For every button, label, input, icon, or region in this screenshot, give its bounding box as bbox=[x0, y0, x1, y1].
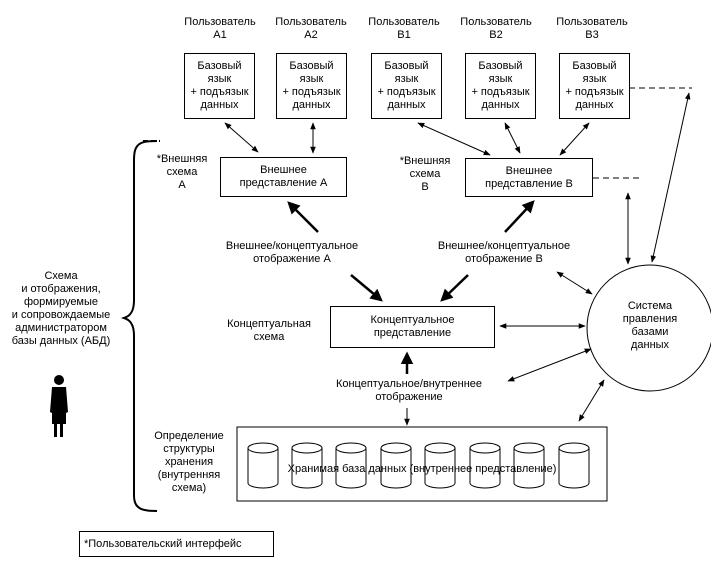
footnote-box: *Пользовательский интерфейс bbox=[79, 531, 274, 557]
storage-cylinder bbox=[291, 442, 323, 489]
user-a1-language-box: Базовый язык + подъязык данных bbox=[184, 53, 255, 119]
storage-cylinder bbox=[424, 442, 456, 489]
user-b2-header: Пользователь B2 bbox=[460, 16, 532, 41]
storage-cylinder bbox=[469, 442, 501, 489]
storage-cylinder bbox=[558, 442, 590, 489]
arrow-b2-view bbox=[504, 122, 521, 154]
user-a2-language-box: Базовый язык + подъязык данных bbox=[276, 53, 347, 119]
mapping-a-label: Внешнее/концептуальное отображение A bbox=[225, 240, 359, 265]
storage-cylinders bbox=[247, 442, 590, 489]
user-a1-header: Пользователь A1 bbox=[184, 16, 256, 41]
dba-brace bbox=[120, 140, 158, 512]
storage-cylinder bbox=[513, 442, 545, 489]
storage-definition-label: Определение структуры хранения (внутренн… bbox=[154, 430, 224, 494]
storage-cylinder bbox=[335, 442, 367, 489]
storage-cylinder bbox=[247, 442, 279, 489]
dbms-circle bbox=[586, 264, 711, 392]
user-b3-header: Пользователь B3 bbox=[556, 16, 628, 41]
bold-arrow-view-a bbox=[287, 201, 319, 233]
arrow-b3-view bbox=[559, 122, 590, 156]
conceptual-schema-label: Концептуальная схема bbox=[227, 318, 311, 343]
user-a2-header: Пользователь A2 bbox=[275, 16, 347, 41]
user-b2-language-box: Базовый язык + подъязык данных bbox=[465, 53, 536, 119]
bold-arrow-conceptual-a bbox=[350, 274, 383, 302]
bold-arrow-conceptual-b bbox=[440, 274, 469, 302]
administrator-figure-icon bbox=[50, 375, 68, 437]
stored-database-label: Хранимая база данных (внутреннее предста… bbox=[287, 463, 557, 475]
arrow-dbms-mapping-b bbox=[556, 271, 593, 295]
arrow-dbms-internal-mapping bbox=[507, 348, 592, 382]
external-schema-a-label: *Внешняя схема A bbox=[156, 153, 208, 191]
external-view-b-box: Внешнее представление B bbox=[465, 158, 593, 197]
arrow-b1-view bbox=[417, 122, 491, 156]
arrow-dbms-storage bbox=[578, 379, 605, 422]
arrow-dbms-b3 bbox=[650, 92, 691, 263]
user-b1-language-box: Базовый язык + подъязык данных bbox=[371, 53, 442, 119]
external-schema-b-label: *Внешняя схема B bbox=[399, 155, 451, 193]
dba-label: Схема и отображения, формируемые и сопро… bbox=[11, 270, 111, 347]
mapping-b-label: Внешнее/концептуальное отображение B bbox=[437, 240, 571, 265]
conceptual-internal-mapping-label: Концептуальное/внутреннее отображение bbox=[335, 378, 483, 403]
conceptual-view-box: Концептуальное представление bbox=[330, 306, 495, 348]
arrow-a1-view bbox=[224, 122, 259, 153]
storage-cylinder bbox=[380, 442, 412, 489]
user-b1-header: Пользователь B1 bbox=[368, 16, 440, 41]
user-b3-language-box: Базовый язык + подъязык данных bbox=[559, 53, 630, 119]
dbms-label: Система правления базами данных bbox=[622, 300, 678, 351]
bold-arrow-view-b bbox=[504, 200, 535, 233]
external-view-a-box: Внешнее представление A bbox=[220, 157, 347, 197]
